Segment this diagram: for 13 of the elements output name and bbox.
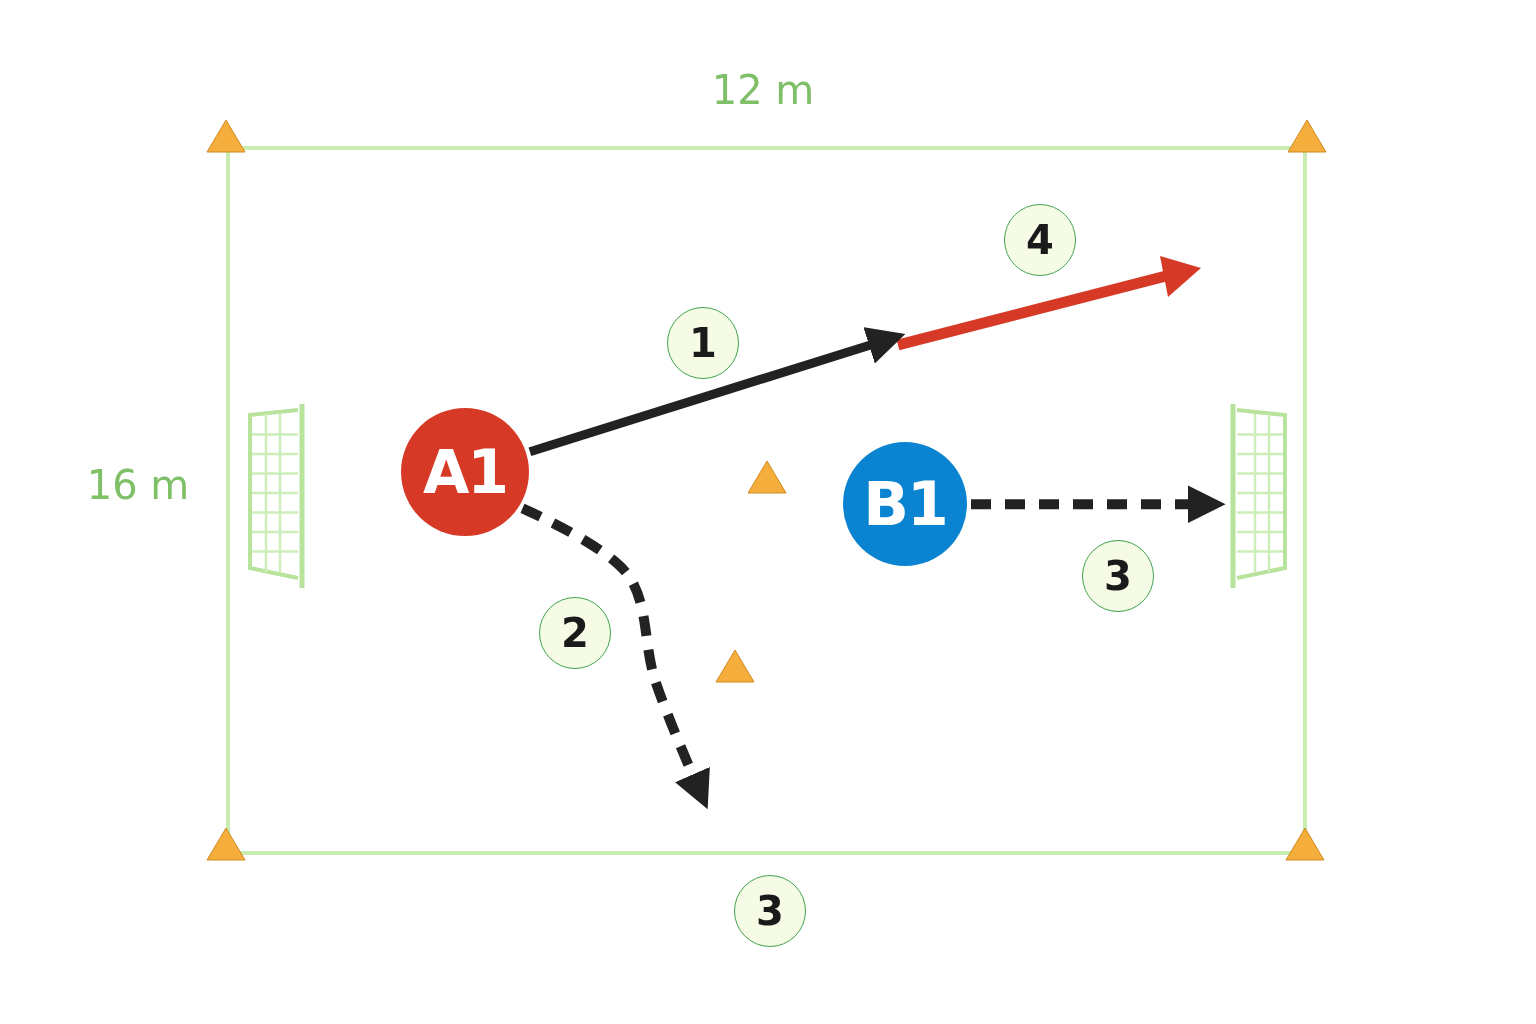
callout-number: 3 bbox=[1082, 540, 1154, 612]
callout-number: 4 bbox=[1004, 204, 1076, 276]
arrow bbox=[971, 485, 1226, 524]
player-label: A1 bbox=[422, 437, 508, 507]
callout-number: 3 bbox=[734, 875, 806, 947]
player-label: B1 bbox=[863, 469, 947, 539]
dimension-label: 16 m bbox=[85, 461, 191, 510]
goal-icon bbox=[1230, 404, 1287, 588]
arrow bbox=[520, 503, 710, 810]
dimension-label: 12 m bbox=[710, 66, 816, 115]
callout-number: 1 bbox=[667, 307, 739, 379]
callout-number: 2 bbox=[539, 597, 611, 669]
arrow bbox=[528, 327, 906, 456]
